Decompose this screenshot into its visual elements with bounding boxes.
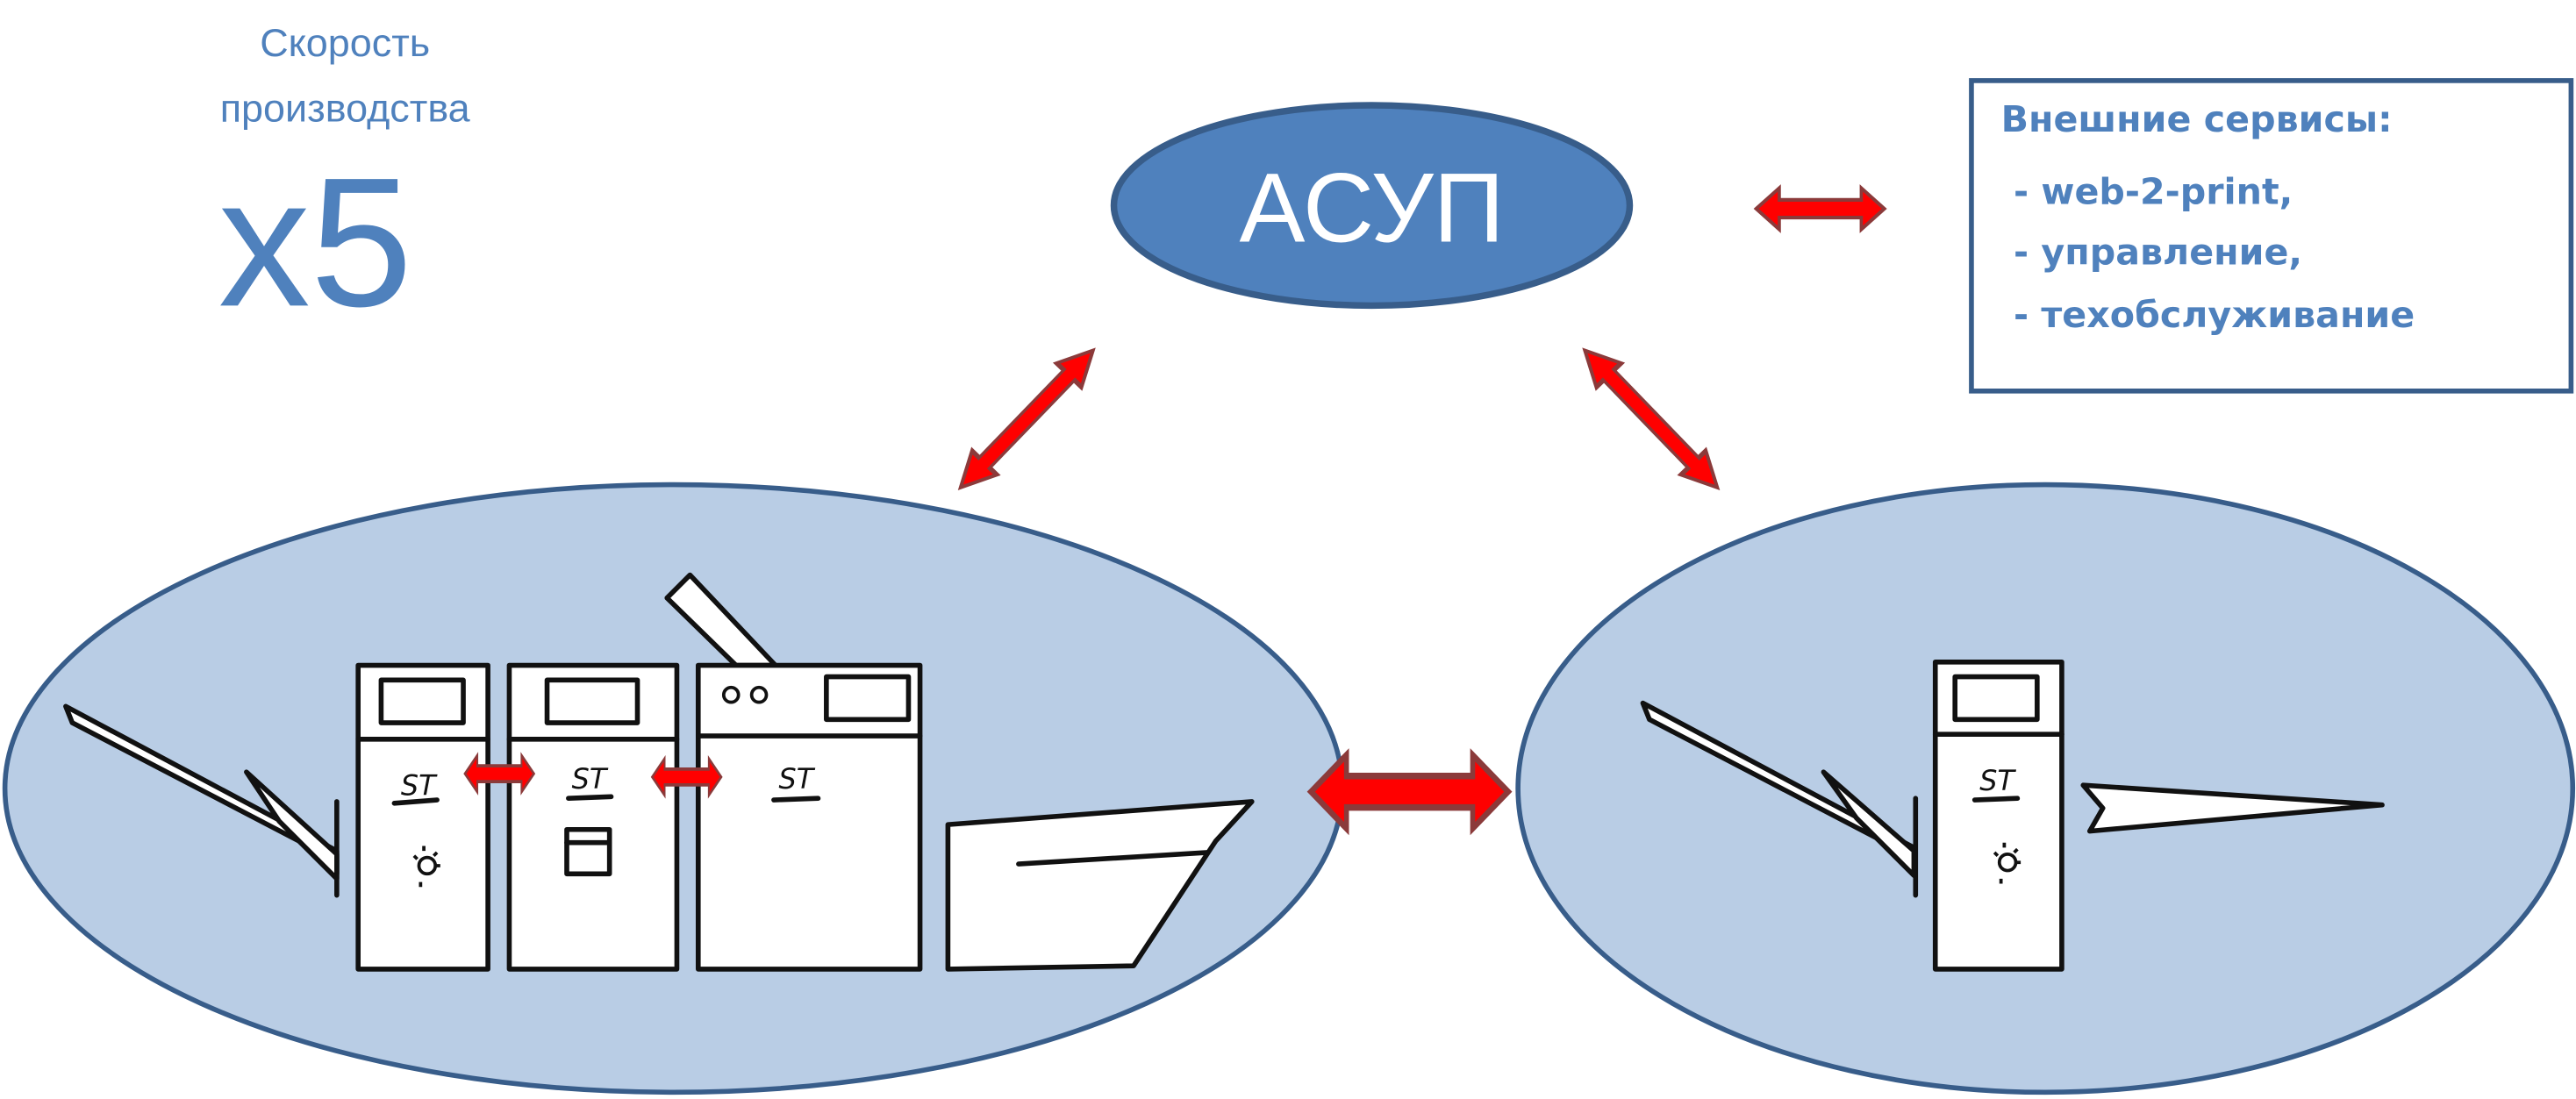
speed-caption-line1: Скорость xyxy=(260,20,430,65)
slot-icon xyxy=(564,826,612,877)
machine-unit-1: ST xyxy=(355,662,490,972)
screen-icon xyxy=(544,677,640,725)
screen-icon xyxy=(1952,674,2040,723)
external-service-item: - управление, xyxy=(2001,232,2302,274)
light-icon xyxy=(1993,842,2021,884)
light-icon xyxy=(412,846,440,888)
brand-label: ST xyxy=(572,762,609,796)
brand-label: ST xyxy=(779,762,816,796)
asup-left-cluster-arrow xyxy=(948,339,1106,500)
screen-icon xyxy=(824,674,912,723)
left-machine-line: ST ST ST xyxy=(63,572,1255,972)
screen-icon xyxy=(378,677,466,725)
asup-ellipse xyxy=(1110,102,1634,310)
speed-caption-line2: производства xyxy=(220,86,470,131)
cluster-link-arrow xyxy=(1311,755,1508,829)
asup-label: АСУП xyxy=(1240,152,1505,262)
external-services-box: Внешние сервисы: - web-2-print, - управл… xyxy=(1969,78,2574,394)
brand-label: ST xyxy=(1979,764,2016,797)
external-services-title: Внешние сервисы: xyxy=(2001,98,2393,140)
feeder-tray xyxy=(63,703,340,898)
external-service-item: - техобслуживание xyxy=(2001,294,2415,336)
asup-services-arrow xyxy=(1757,188,1885,229)
output-tray xyxy=(945,799,1255,972)
external-services-frame xyxy=(1969,78,2574,394)
right-machine-line: ST xyxy=(1640,659,2385,972)
output-tray xyxy=(2080,782,2385,834)
speed-caption: Скорость производства x5 xyxy=(218,20,470,346)
machine-unit: ST xyxy=(1932,659,2064,972)
brand-label: ST xyxy=(401,768,438,802)
external-service-item: - web-2-print, xyxy=(2001,170,2293,212)
speed-multiplier: x5 xyxy=(218,139,412,345)
machine-unit-2: ST xyxy=(506,662,680,972)
asup-right-cluster-arrow xyxy=(1572,339,1729,500)
feeder-tray xyxy=(1640,700,1919,898)
asup-node: АСУП xyxy=(1110,102,1634,310)
machine-unit-3: ST xyxy=(664,572,923,972)
